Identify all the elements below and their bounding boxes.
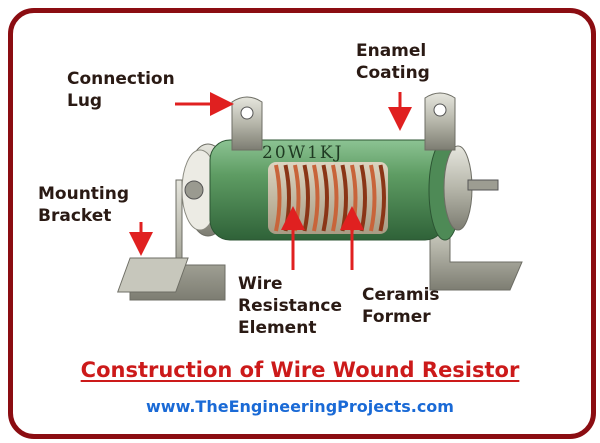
copper-coil-turn [378,164,386,232]
connection-lug-right [424,92,456,151]
connection-lug-left [231,96,263,151]
left-mounting-bracket [117,179,226,301]
copper-coil-turn [302,164,310,232]
label-wire-resistance-element: Wire Resistance Element [238,274,342,338]
label-ceramis-former: Ceramis Former [362,285,440,327]
label-connection-lug: Connection Lug [67,69,175,111]
label-mounting-bracket: Mounting Bracket [38,184,130,226]
copper-coil-turn [369,164,377,232]
wire-winding-cutaway [268,162,388,234]
label-enamel-coating: Enamel Coating [356,41,430,83]
right-end-cap [443,145,499,231]
website-link[interactable]: www.TheEngineeringProjects.com [146,397,454,416]
copper-coil-turn [274,164,282,232]
copper-coil-turn [331,164,339,232]
copper-coil-turn [321,164,329,232]
copper-coil-turn [312,164,320,232]
resistor-marking: 20W1KJ [262,143,343,163]
diagram-title: Construction of Wire Wound Resistor [80,358,520,382]
